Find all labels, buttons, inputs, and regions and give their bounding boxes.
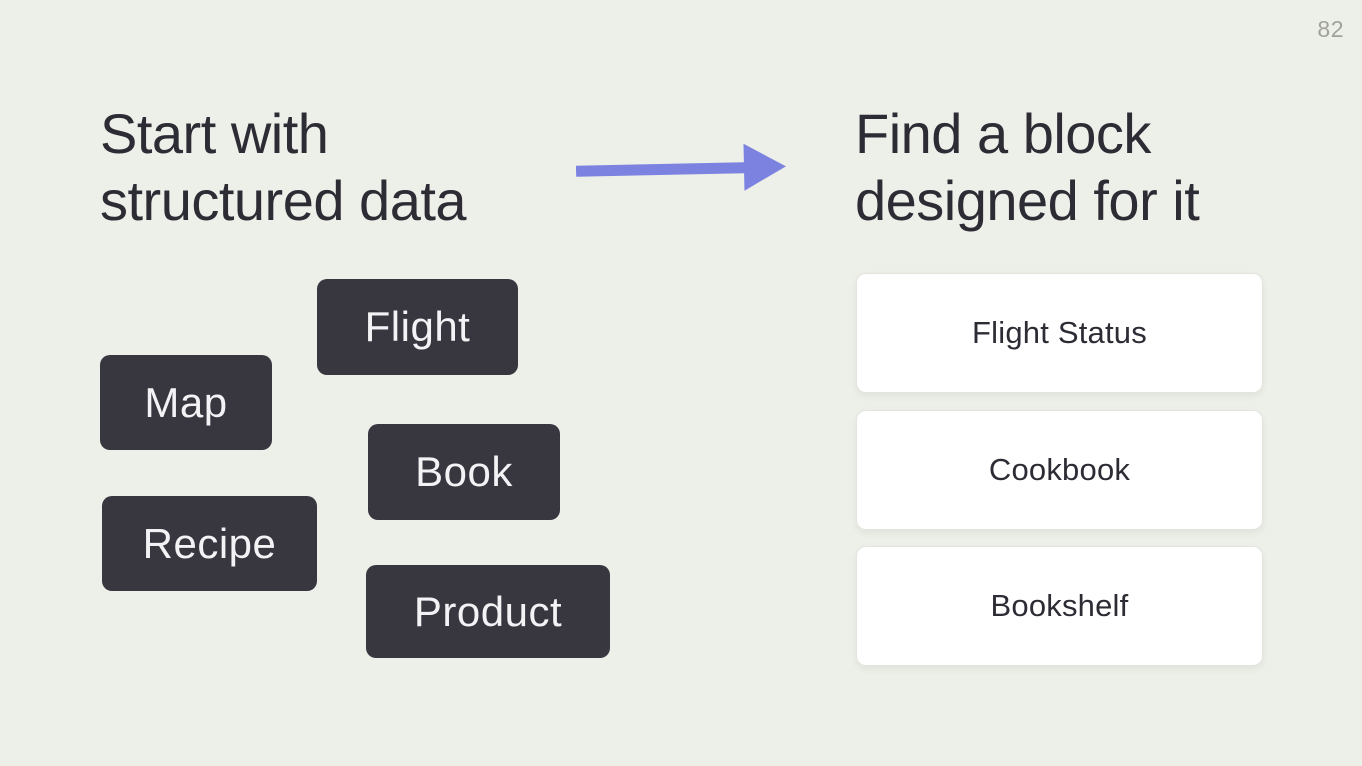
data-chip-map: Map [100,355,272,450]
right-heading: Find a block designed for it [855,102,1200,232]
data-chip-product: Product [366,565,610,658]
left-heading: Start with structured data [100,102,467,232]
data-chip-recipe: Recipe [102,496,317,591]
right-arrow-icon [575,143,786,191]
block-card-flight-status: Flight Status [856,273,1263,393]
block-card-bookshelf: Bookshelf [856,546,1263,666]
data-chip-flight: Flight [317,279,518,375]
data-chip-book: Book [368,424,560,520]
page-number: 82 [1317,16,1344,42]
block-card-cookbook: Cookbook [856,410,1263,530]
